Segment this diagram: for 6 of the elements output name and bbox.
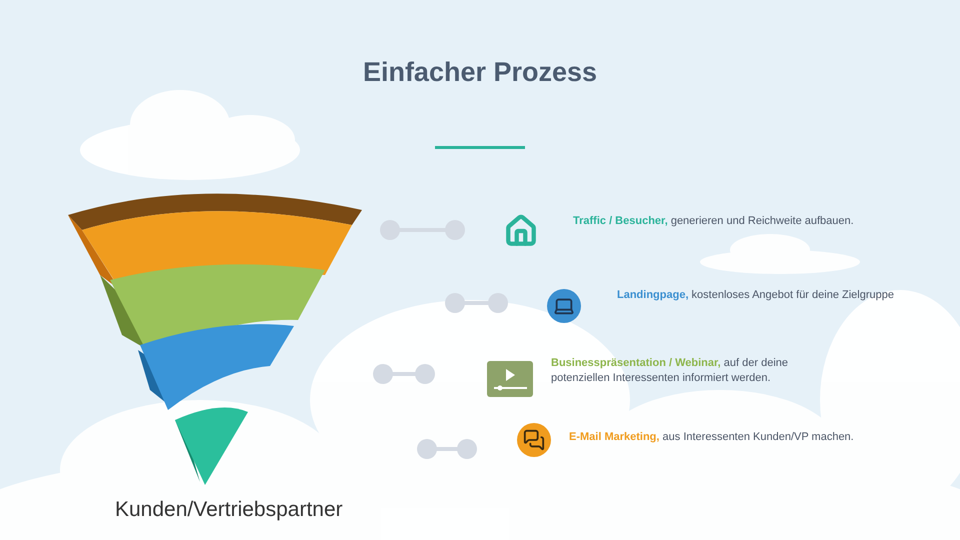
step-description: Landingpage, kostenloses Angebot für deine Zielgruppe — [617, 288, 895, 303]
funnel-caption: Kunden/Vertriebspartner — [115, 497, 343, 523]
step-description: Businesspräsentation / Webinar, auf der deine potenziellen Interessenten informiert werden. — [551, 356, 790, 386]
step-description: E-Mail Marketing, aus Interessenten Kunden/VP machen. — [569, 430, 855, 445]
title: Einfacher Prozess — [362, 56, 598, 89]
step-description: Traffic / Besucher, generieren und Reichweite aufbauen. — [573, 214, 855, 229]
